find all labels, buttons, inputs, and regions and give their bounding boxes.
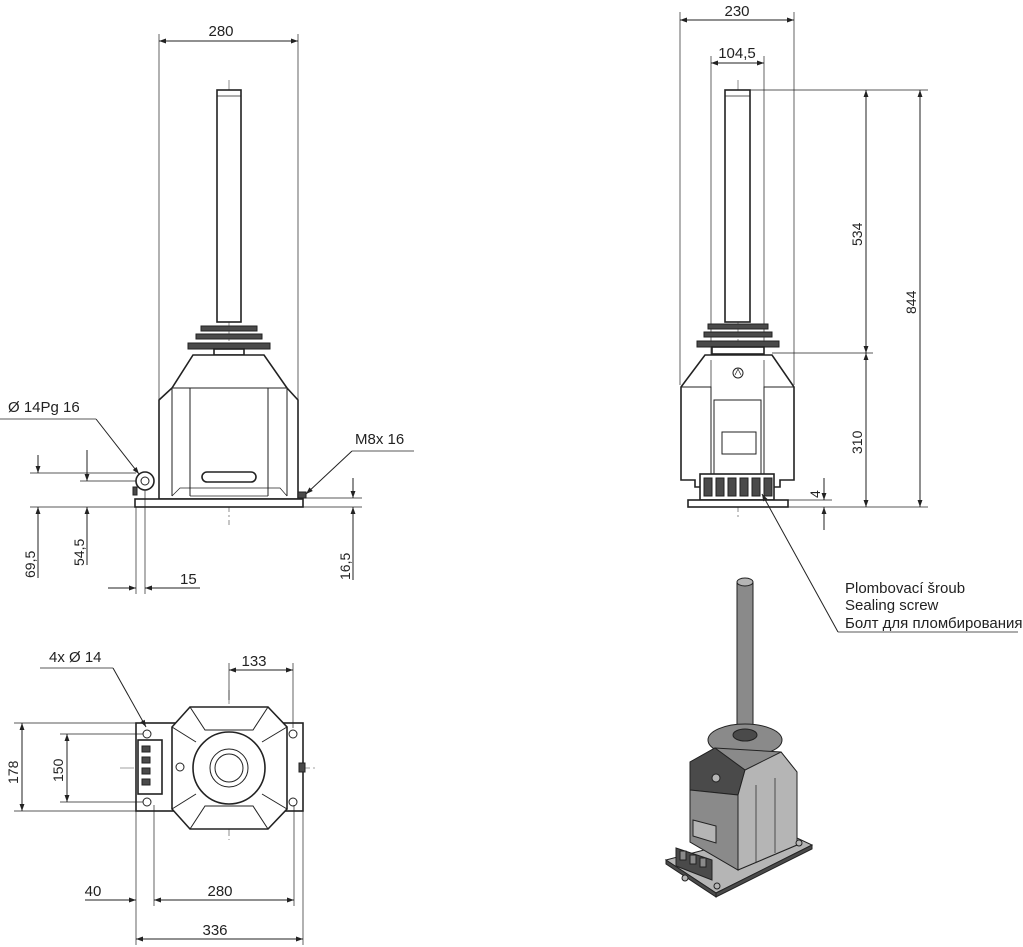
top-dim-336: 336 xyxy=(202,922,227,939)
side-view: 230 104,5 xyxy=(679,3,1023,633)
front-dim-280: 280 xyxy=(208,23,233,40)
top-dim-150: 150 xyxy=(50,758,66,782)
top-dim-280: 280 xyxy=(207,883,232,900)
top-dim-40: 40 xyxy=(85,883,102,900)
side-dim-230: 230 xyxy=(724,3,749,20)
front-dim-16-5: 16,5 xyxy=(337,553,353,580)
note-sealing-cz: Plombovací šroub xyxy=(845,580,965,597)
side-terminals xyxy=(703,477,773,497)
isometric-view xyxy=(664,577,814,898)
front-dim-69-5: 69,5 xyxy=(22,551,38,578)
side-dim-310: 310 xyxy=(849,430,865,454)
top-dim-178: 178 xyxy=(5,760,21,784)
side-dim-104-5: 104,5 xyxy=(718,45,756,62)
note-sealing-ru: Болт для пломбирования xyxy=(845,615,1023,632)
side-dim-534: 534 xyxy=(849,222,865,246)
top-note-holes: 4x Ø 14 xyxy=(49,649,102,666)
note-sealing-en: Sealing screw xyxy=(845,597,939,614)
front-dim-15: 15 xyxy=(180,571,197,588)
front-dim-54-5: 54,5 xyxy=(71,539,87,566)
front-note-gland: Ø 14Pg 16 xyxy=(8,399,80,416)
side-dim-4: 4 xyxy=(807,490,823,498)
top-dim-133: 133 xyxy=(241,653,266,670)
front-note-thread: M8x 16 xyxy=(355,431,404,448)
side-dim-844: 844 xyxy=(903,290,919,314)
front-view: 280 Ø 14Pg 16 M8x 16 xyxy=(0,23,414,594)
top-view: 4x Ø 14 133 178 150 40 280 336 xyxy=(5,649,318,945)
